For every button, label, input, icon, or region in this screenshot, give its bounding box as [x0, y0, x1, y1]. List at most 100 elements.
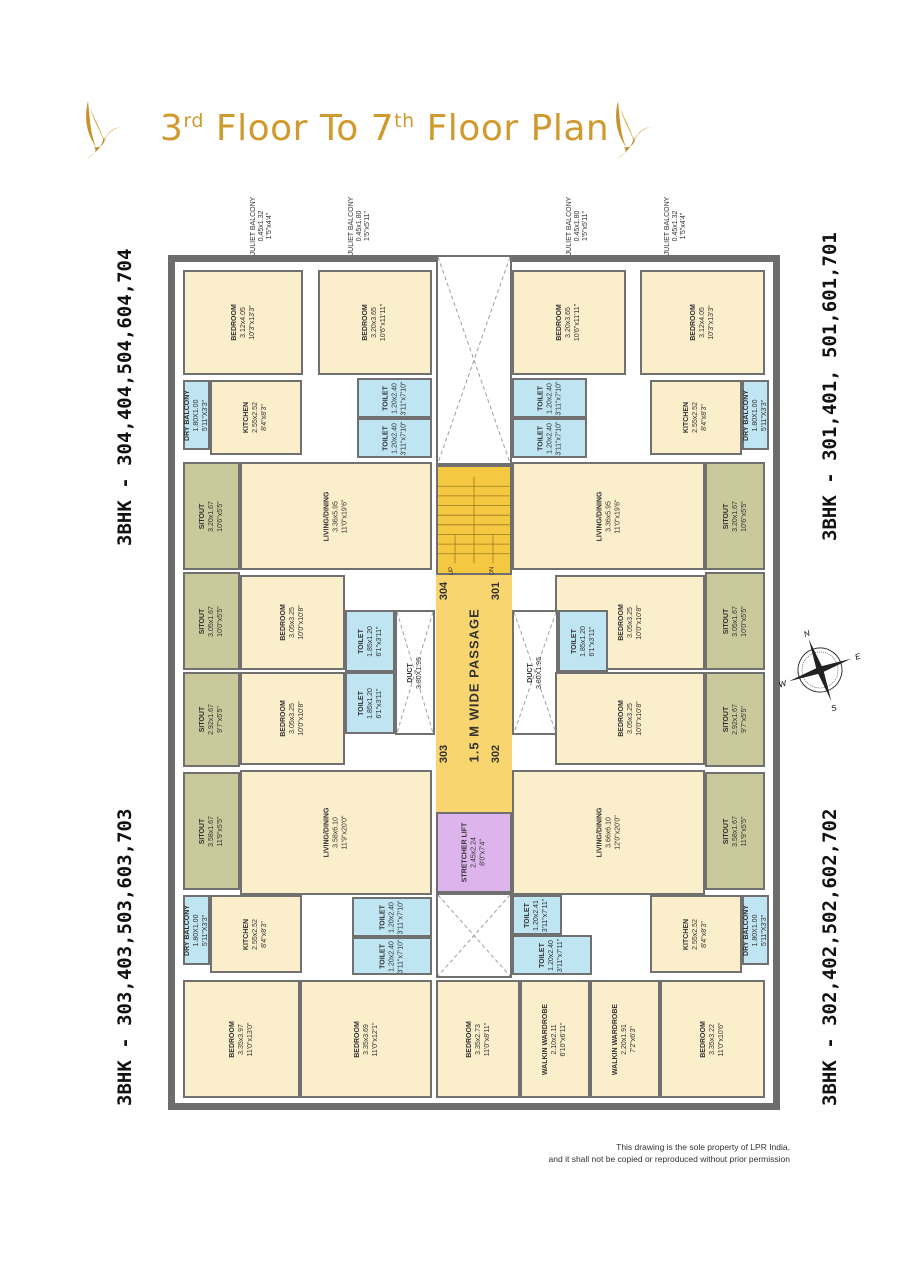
room-feet: 6'1"x3'11" [588, 625, 596, 657]
room-feet: 11'0"x19'6" [341, 499, 349, 533]
room-toilet: Toilet1.20x2.403'11"x7'11" [512, 935, 592, 975]
room-size: 3.20x1.67 [731, 500, 739, 532]
room-feet: 3'11"x7'11" [542, 898, 550, 932]
room-feet: 10'0"x10'8" [635, 605, 643, 640]
room-size: 3.35x3.22 [709, 1023, 716, 1055]
room-size: 3.05x1.67 [208, 605, 215, 637]
room-name: Toilet [536, 385, 544, 411]
compass-s: S [830, 703, 839, 714]
room-size: 3.80X1.95 [535, 656, 543, 689]
compass-w: W [777, 678, 789, 690]
room-toilet: Toilet1.20x2.403'11"x7'10" [357, 418, 432, 458]
room-size: 1.20x2.40 [545, 382, 553, 414]
room-size: 3.05x3.25 [289, 607, 296, 638]
room-name: Toilet [379, 904, 387, 930]
room-toilet: Toilet1.20x2.403'11"x7'10" [357, 378, 432, 418]
room-feet: 3'11"x7'10" [397, 939, 405, 973]
unit-label-bottom-right: 3BHK - 302,402,502,602,702 [819, 808, 841, 1106]
room-size: 3.05x3.25 [626, 703, 634, 734]
room-name: Bedroom [362, 304, 370, 341]
room-name: Living/Dining [323, 807, 331, 858]
room-label: Toilet1.20x2.403'11"x7'11" [539, 938, 566, 971]
room-label: Toilet1.20x2.413'11"x7'11" [524, 898, 551, 931]
juliet-name: JULIET BALCONY [348, 196, 355, 256]
juliet-feet: 1'5"x5'11" [364, 210, 371, 242]
room-feet: 10'3"x13'3" [708, 305, 715, 340]
room-name: Bedroom [690, 304, 697, 341]
copyright-notice: This drawing is the sole property of LPR… [549, 1141, 790, 1165]
room-name: Toilet [357, 628, 365, 654]
room-feet: 11'9"x5'5" [217, 815, 224, 847]
room-label: Duct3.80X1.95 [526, 657, 544, 689]
room-name: Sitout [722, 503, 730, 529]
room-label: Duct3.80X1.95 [406, 657, 424, 689]
room-feet: 11'9"x5'5" [740, 815, 748, 847]
room-name: Sitout [199, 818, 206, 844]
copyright-line-1: This drawing is the sole property of LPR… [616, 1142, 790, 1152]
room-feet: 11'0"x10'6" [718, 1022, 725, 1056]
room-sitout: Sitout2.92x1.679'7"x5'5" [183, 672, 240, 767]
unit-label-top-right: 3BHK - 301,401, 501,601,701 [819, 232, 841, 541]
room-dry-balcony: Dry Balcony1.80X1.005'11"X3'3" [742, 895, 769, 965]
room-size: 1.80X1.00 [752, 399, 760, 431]
room-duct: Duct3.80X1.95 [395, 610, 435, 735]
room-size: 3.80X1.95 [415, 656, 423, 689]
room-feet: 3'11"x7'11" [557, 938, 565, 972]
juliet-name: JULIET BALCONY [566, 196, 573, 256]
room-label: Dry Balcony1.80X1.005'11"X3'3" [183, 905, 210, 956]
staircase [436, 465, 512, 575]
room-toilet: Toilet1.20x2.403'11"x7'10" [512, 418, 587, 458]
room-size: 1.20x2.40 [390, 422, 398, 454]
room-label: Walkin Wardrobe2.20x1.917'2"x6'3" [612, 1003, 639, 1074]
room-walkin-wardrobe: Walkin Wardrobe2.10x2.116'10"x6'11" [520, 980, 590, 1098]
room-feet: 10'0"x5'5" [740, 605, 748, 637]
room-size: 3.58x1.67 [208, 815, 215, 847]
room-feet: 11'0"x19'6" [614, 499, 621, 533]
juliet-feet: 1'5"x5'11" [582, 210, 589, 242]
room-feet: 7'2"x6'3" [630, 1025, 638, 1053]
room-feet: 8'4"x8'3" [261, 404, 269, 431]
room-feet: 6'1"x3'11" [375, 625, 383, 657]
room-name: Duct [526, 662, 534, 683]
room-feet: 3'11"x7'10" [399, 421, 407, 455]
room-name: Toilet [381, 425, 389, 451]
room-kitchen: Kitchen2.55x2.528'4"x8'3" [210, 895, 302, 973]
room-sitout: Sitout2.92x1.679'7"x5'5" [705, 672, 765, 767]
room-name: Toilet [524, 902, 532, 928]
room-feet: 10'0"x5'5" [217, 605, 224, 637]
room-name: Bedroom [556, 304, 564, 341]
room-label: Kitchen2.55x2.528'4"x8'3" [683, 402, 710, 433]
room-feet: 10'0"x10'8" [635, 701, 643, 736]
room-size: 3.05x3.25 [626, 607, 634, 638]
room-label: Dry Balcony1.80X1.005'11"X3'3" [742, 905, 769, 956]
stair-treads [438, 476, 510, 564]
room-feet: 10'6"x11'11" [380, 303, 388, 342]
room-size: 3.20x3.65 [565, 307, 573, 338]
flat-number-304: 304 [438, 581, 451, 601]
room-size: 3.12x4.05 [239, 307, 247, 338]
juliet-name: JULIET BALCONY [664, 196, 671, 256]
juliet-size: 0.45x1.80 [574, 210, 581, 242]
room-feet: 5'11"X3'3" [202, 399, 210, 431]
room-size: 3.35x2.73 [474, 1023, 482, 1055]
room-label: Dry Balcony1.80X1.005'11"X3'3" [183, 390, 210, 441]
room-size: 1.85x1.20 [366, 625, 374, 657]
unit-label-bottom-left: 3BHK - 303,403,503,603,703 [114, 808, 136, 1106]
